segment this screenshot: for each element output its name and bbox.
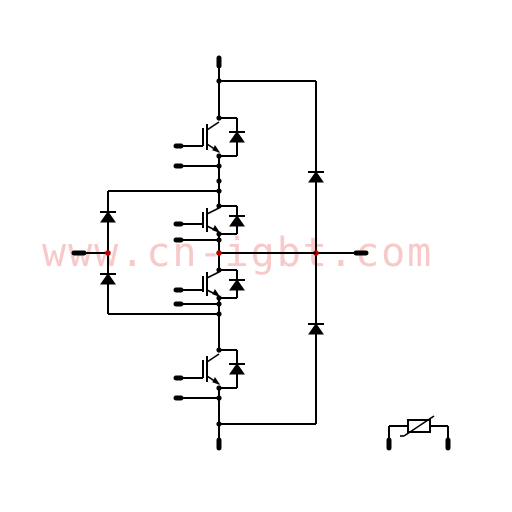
- ntc-thermistor: [386, 415, 451, 451]
- outer-diode-lower: [308, 323, 324, 335]
- igbt-t1: [173, 117, 245, 169]
- clamp-diode-upper: [100, 211, 116, 223]
- bus-junctions: [216, 78, 222, 427]
- center-junction: [216, 250, 222, 256]
- igbt-t2: [173, 205, 245, 243]
- igbt-t3: [173, 269, 245, 307]
- outer-diode-upper: [308, 171, 324, 183]
- igbt-t4: [173, 349, 245, 401]
- neutral-junction: [105, 250, 111, 256]
- clamp-diode-lower: [100, 273, 116, 285]
